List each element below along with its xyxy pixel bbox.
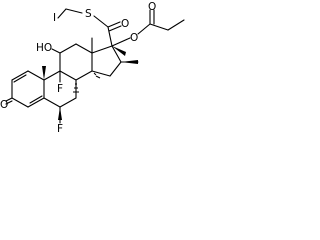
bond-lines bbox=[5, 8, 185, 124]
fluorine-6-label: F bbox=[57, 123, 63, 135]
fluorine-9-label: F bbox=[57, 83, 63, 95]
bond-s-ch2 bbox=[65, 8, 83, 14]
hydroxyl-label: HO bbox=[36, 42, 52, 54]
bond-c1-c2 bbox=[11, 70, 29, 81]
bond-c20-o-double bbox=[108, 25, 122, 32]
bond-ch2-ch3 bbox=[167, 19, 185, 31]
bond-c17-c20 bbox=[107, 26, 113, 47]
molecule-canvas: I S O O O HO F O F bbox=[0, 0, 194, 160]
bond-c6-c7 bbox=[59, 97, 77, 108]
bond-c15-c16 bbox=[109, 61, 122, 77]
wedge-c17 bbox=[112, 46, 126, 56]
bond-c4-c5-double bbox=[29, 95, 43, 104]
bond-c14-c8 bbox=[75, 70, 93, 81]
ester-oxygen-label: O bbox=[130, 32, 138, 44]
bond-c9-c10 bbox=[43, 70, 61, 81]
bond-c11-c12 bbox=[59, 43, 77, 54]
wedge-c16-methyl bbox=[121, 60, 138, 64]
bond-c17-o bbox=[111, 37, 131, 47]
ester-carbonyl-oxygen-label: O bbox=[148, 1, 156, 13]
bond-c3-o bbox=[5, 97, 13, 102]
bond-c3-c4 bbox=[11, 97, 29, 108]
bond-c20-o bbox=[107, 21, 121, 28]
bond-c1-c2-double bbox=[13, 74, 27, 83]
bond-c14-c15 bbox=[91, 70, 111, 77]
sulfur-label: S bbox=[85, 8, 92, 20]
bond-c4-c5 bbox=[27, 97, 45, 108]
bond-ch2-i bbox=[57, 8, 67, 19]
bond-c20-s bbox=[93, 15, 109, 28]
bond-c8-c9 bbox=[59, 70, 77, 81]
bond-c11-oh bbox=[51, 48, 61, 54]
bond-c-ch2 bbox=[149, 23, 169, 31]
bond-c10-c1 bbox=[27, 70, 45, 81]
bond-c12-c13 bbox=[75, 43, 93, 54]
wedge-c6-f bbox=[58, 107, 62, 120]
bond-c16-c17 bbox=[111, 45, 122, 63]
ketone-oxygen-label: O bbox=[0, 99, 8, 111]
wedge-c10-methyl bbox=[42, 66, 46, 80]
hash-bonds bbox=[73, 72, 101, 93]
carbonyl-oxygen-label: O bbox=[121, 18, 129, 30]
wedge-bonds bbox=[42, 46, 138, 120]
bond-o-c bbox=[137, 23, 151, 35]
structure-diagram: I S O O O HO F O F bbox=[0, 1, 185, 135]
bond-c17-c13 bbox=[91, 45, 113, 54]
bond-c5-c6 bbox=[43, 97, 61, 108]
atom-labels: I S O O O HO F O F bbox=[0, 1, 156, 135]
iodine-label: I bbox=[53, 12, 56, 24]
bond-c3-o-double bbox=[5, 100, 13, 105]
